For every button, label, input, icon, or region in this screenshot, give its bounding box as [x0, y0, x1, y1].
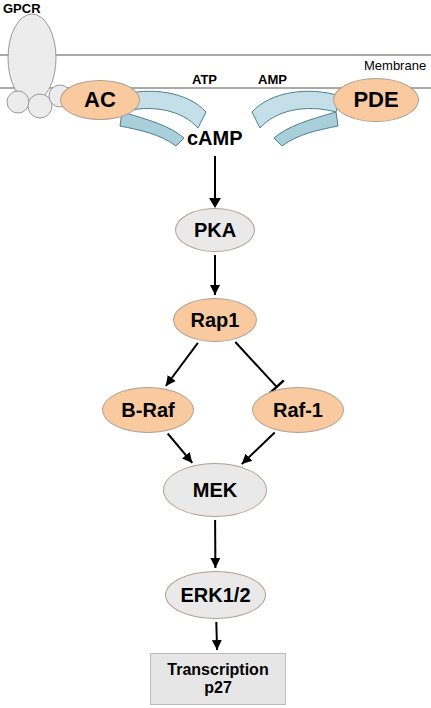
g-protein-subunit	[28, 94, 52, 118]
node-text: Rap1	[191, 309, 240, 332]
kinase-ellipse: B-Raf	[102, 387, 194, 433]
node-text: ERK1/2	[180, 584, 250, 607]
activation-arrow	[166, 343, 198, 386]
node-text: PDE	[353, 87, 398, 112]
product-label: AMP	[258, 72, 287, 87]
arrow-line	[214, 156, 216, 200]
node-text: Transcription p27	[158, 661, 278, 698]
membrane-label: Membrane	[364, 58, 426, 73]
helix-ribbon	[274, 112, 338, 146]
g-protein-subunit	[7, 91, 29, 113]
kinase-ellipse: Raf-1	[252, 387, 344, 433]
kinase-ellipse: ERK1/2	[165, 571, 266, 619]
activation-arrow	[215, 622, 218, 650]
node-text: MEK	[193, 479, 237, 502]
receptor-body	[8, 14, 56, 102]
kinase-ellipse: PKA	[175, 208, 255, 252]
activation-arrow	[214, 255, 216, 295]
enzyme-ellipse: AC	[60, 80, 140, 120]
arrow-head	[209, 198, 221, 208]
activation-arrow	[168, 434, 193, 463]
helix-ribbon	[120, 112, 184, 146]
node-text: AC	[84, 87, 116, 112]
enzyme-ellipse: PDE	[333, 78, 419, 122]
node-text: Raf-1	[273, 399, 323, 422]
receptor-label: GPCR	[3, 1, 41, 16]
node-text: B-Raf	[121, 399, 174, 422]
membrane-line	[0, 55, 431, 56]
inhibition-connector	[235, 342, 276, 387]
substrate-label: ATP	[192, 72, 217, 87]
gtpase-ellipse: Rap1	[173, 298, 257, 342]
activation-arrow	[242, 433, 275, 465]
second-messenger-label: cAMP	[187, 127, 243, 150]
output-box: Transcription p27	[150, 653, 286, 705]
node-text: PKA	[194, 219, 236, 242]
kinase-ellipse: MEK	[163, 463, 267, 517]
activation-arrow	[214, 520, 216, 568]
